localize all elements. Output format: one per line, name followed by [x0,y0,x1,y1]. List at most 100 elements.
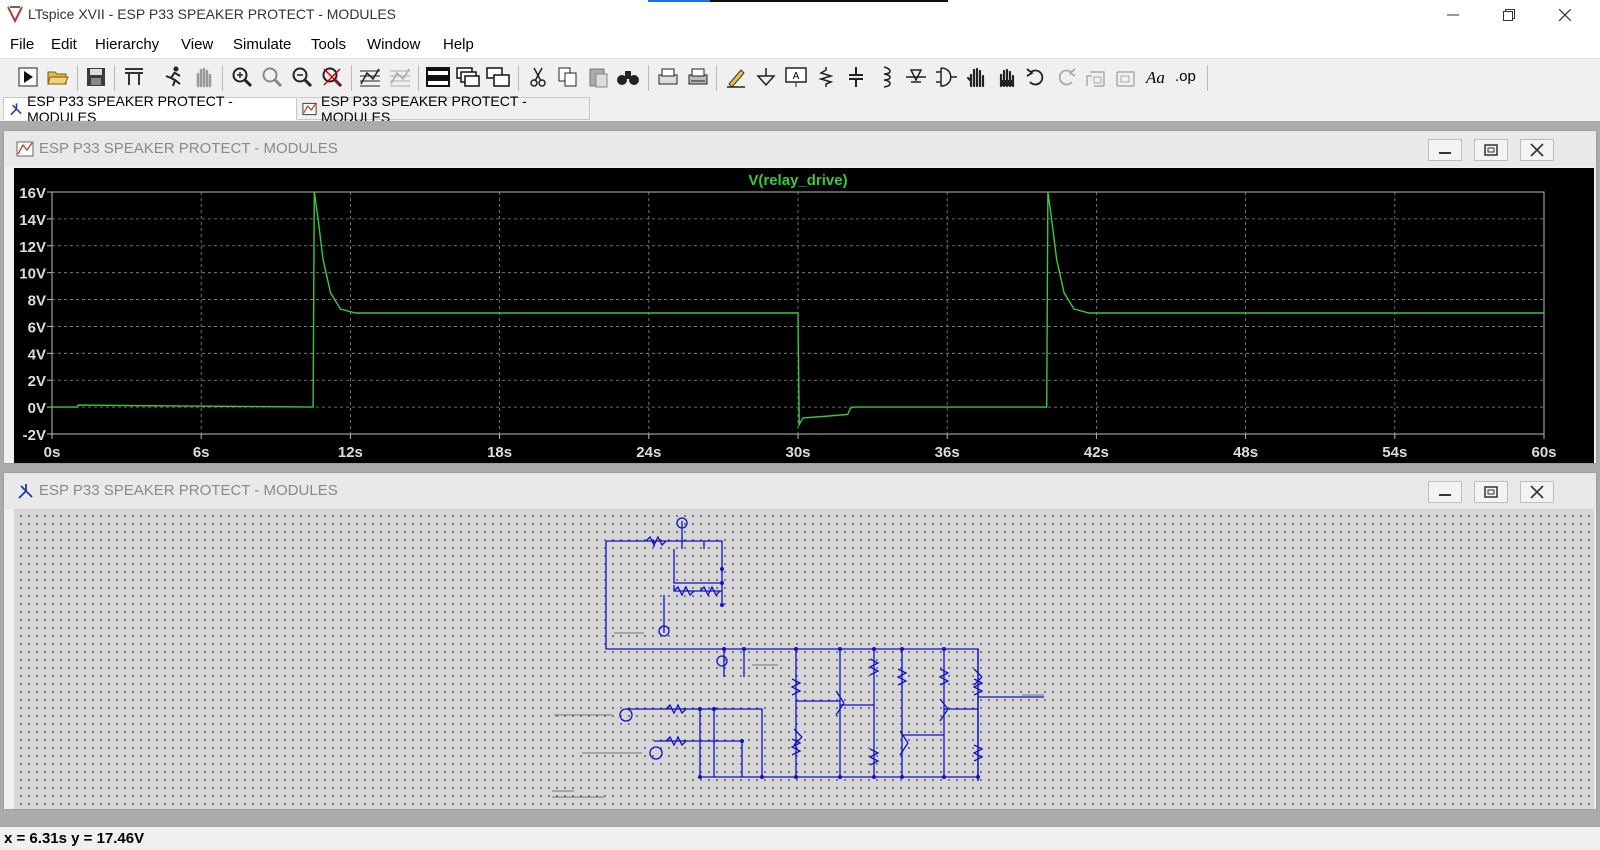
menu-tools[interactable]: Tools [311,36,347,53]
toolbar-button-tile-horizontal[interactable] [424,63,452,91]
toolbar-button-inductor[interactable] [872,63,900,91]
toolbar-button-redo[interactable] [1052,63,1080,91]
waveform-maximize-button[interactable] [1474,139,1508,161]
toolbar-button-tile-vertical[interactable] [484,63,512,91]
toolbar-button-plot-settings[interactable] [386,63,414,91]
plot-settings-icon [390,68,410,87]
tile-vertical-icon [486,67,510,87]
waveform-minimize-button[interactable] [1428,139,1462,161]
toolbar-button-control-panel[interactable] [120,63,148,91]
toolbar-button-print-setup[interactable] [684,63,712,91]
schematic-wires [605,517,1044,781]
toolbar-button-zoom-out[interactable] [288,63,316,91]
close-icon [1530,485,1544,499]
toolbar-button-undo[interactable] [1022,63,1050,91]
copy-icon [558,67,577,87]
schematic-canvas[interactable] [14,509,1594,809]
toolbar-button-cut[interactable] [524,63,552,91]
close-icon [1559,9,1571,21]
paste-icon [589,68,608,88]
schematic-drawing[interactable] [14,509,1594,809]
waveform-window-titlebar[interactable]: ESP P33 SPEAKER PROTECT - MODULES [4,131,1596,167]
status-bar: x = 6.31s y = 17.46V [0,827,1600,850]
schematic-window-title: ESP P33 SPEAKER PROTECT - MODULES [39,482,338,499]
window-title: LTspice XVII - ESP P33 SPEAKER PROTECT -… [28,6,397,22]
y-tick-label: 2V [28,373,46,390]
toolbar-button-save[interactable] [82,63,110,91]
toolbar: A Aa .op [0,59,1600,97]
toolbar-button-run[interactable] [160,63,188,91]
menu-view[interactable]: View [181,36,214,53]
text-icon: Aa [1145,68,1165,87]
toolbar-button-spice-directive[interactable]: .op [1172,63,1200,91]
y-tick-label: 8V [28,293,46,310]
toolbar-button-find[interactable] [614,63,642,91]
waveform-close-button[interactable] [1520,139,1554,161]
toolbar-button-halt[interactable] [189,63,217,91]
schematic-window-titlebar[interactable]: ESP P33 SPEAKER PROTECT - MODULES [4,473,1596,509]
svg-text:.op: .op [1175,68,1196,85]
svg-text:Aa: Aa [1145,68,1165,87]
rotate-icon [1086,71,1105,87]
x-tick-label: 6s [193,444,210,461]
toolbar-button-paste[interactable] [584,63,612,91]
schematic-minimize-button[interactable] [1428,481,1462,503]
toolbar-button-zoom-in[interactable] [228,63,256,91]
drag-icon [999,68,1015,88]
schematic-close-button[interactable] [1520,481,1554,503]
toolbar-button-rotate[interactable] [1082,63,1110,91]
tab-waveform[interactable]: ESP P33 SPEAKER PROTECT - MODULES [298,93,590,125]
schematic-icon [10,103,22,116]
tile-horizontal-icon [426,67,450,87]
toolbar-button-autorange[interactable] [356,63,384,91]
toolbar-button-resistor[interactable] [812,63,840,91]
toolbar-button-new[interactable] [14,63,42,91]
waveform-window-icon [16,141,34,157]
menu-help[interactable]: Help [443,36,474,53]
toolbar-button-mirror[interactable] [1112,63,1140,91]
label-icon: A [785,67,807,87]
pan-icon [196,67,212,88]
toolbar-button-text[interactable]: Aa [1142,63,1170,91]
toolbar-button-component[interactable] [932,63,960,91]
menu-file[interactable]: File [10,36,35,53]
run-sim-icon [165,66,181,87]
toolbar-button-diode[interactable] [902,63,930,91]
toolbar-button-zoom-full[interactable] [258,63,286,91]
menu-hierarchy[interactable]: Hierarchy [95,36,160,53]
menu-simulate[interactable]: Simulate [233,36,292,53]
toolbar-button-zoom-cancel[interactable] [318,63,346,91]
toolbar-button-move[interactable] [962,63,990,91]
print-icon [658,68,678,85]
y-tick-label: 14V [19,212,46,229]
zoom-out-icon [292,67,313,88]
waveform-icon [302,102,317,115]
toolbar-button-drag[interactable] [992,63,1020,91]
toolbar-button-cascade[interactable] [454,63,482,91]
toolbar-button-print[interactable] [654,63,682,91]
toolbar-button-copy[interactable] [554,63,582,91]
x-tick-label: 12s [338,444,363,461]
svg-text:A: A [793,71,800,82]
y-tick-label: 6V [28,319,46,336]
toolbar-button-open[interactable] [44,63,72,91]
zoom-in-icon [232,67,253,88]
x-tick-label: 42s [1084,444,1109,461]
close-window-button[interactable] [1542,0,1588,30]
toolbar-button-wire[interactable] [722,63,750,91]
minimize-window-button[interactable] [1430,0,1476,30]
toolbar-button-ground[interactable] [752,63,780,91]
x-tick-label: 24s [636,444,661,461]
restore-window-button[interactable] [1486,0,1532,30]
x-tick-label: 48s [1233,444,1258,461]
menu-window[interactable]: Window [367,36,421,53]
toolbar-button-capacitor[interactable] [842,63,870,91]
schematic-window-icon [18,484,33,499]
schematic-maximize-button[interactable] [1474,481,1508,503]
tab-schematic[interactable]: ESP P33 SPEAKER PROTECT - MODULES [3,93,297,125]
toolbar-button-label-net[interactable]: A [782,63,810,91]
x-tick-label: 30s [785,444,810,461]
menu-edit[interactable]: Edit [51,36,77,53]
